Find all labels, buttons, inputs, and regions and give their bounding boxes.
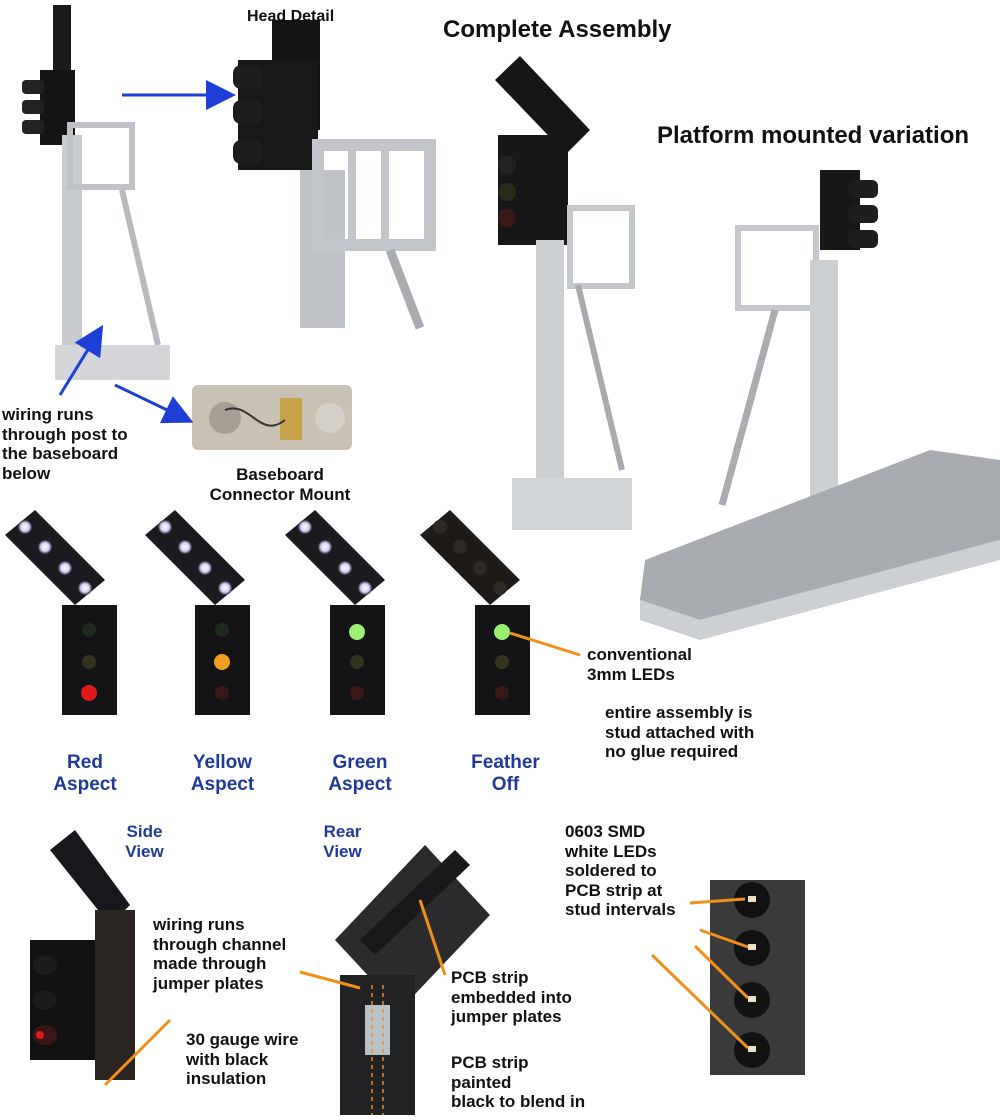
callout-leds: conventional 3mm LEDs — [587, 645, 692, 684]
callout-pcb-painted: PCB strip painted black to blend in — [451, 1053, 586, 1112]
signal-photo-small — [22, 5, 170, 380]
complete-assembly-photo — [495, 56, 635, 530]
callout-stud: entire assembly is stud attached with no… — [605, 703, 755, 762]
aspect-feather-off-photo — [420, 510, 530, 715]
callout-wiring-channel: wiring runs through channel made through… — [153, 915, 287, 993]
blue-arrows — [58, 80, 236, 424]
callout-pcb-embedded: PCB strip embedded into jumper plates — [451, 968, 572, 1027]
callout-wiring-post: wiring runs through post to the baseboar… — [2, 405, 128, 483]
baseboard-connector-photo — [192, 385, 352, 450]
heading-platform-variation: Platform mounted variation — [657, 122, 970, 149]
aspect-green-photo — [285, 510, 385, 715]
platform-variation-photo — [640, 170, 1000, 640]
orange-leaders — [103, 631, 750, 1087]
heading-head-detail: Head Detail — [247, 8, 335, 25]
callout-wire-gauge: 30 gauge wire with black insulation — [186, 1030, 299, 1089]
aspect-yellow-photo — [145, 510, 250, 715]
callout-smd: 0603 SMD white LEDs soldered to PCB stri… — [565, 822, 676, 920]
heading-complete-assembly: Complete Assembly — [443, 16, 672, 43]
aspect-red-photo — [5, 510, 117, 715]
callout-baseboard: Baseboard Connector Mount — [209, 465, 351, 504]
head-detail-photo — [233, 20, 436, 330]
side-view-photo — [30, 830, 135, 1080]
rear-view-photo — [335, 845, 490, 1115]
smd-closeup-photo — [710, 880, 805, 1075]
